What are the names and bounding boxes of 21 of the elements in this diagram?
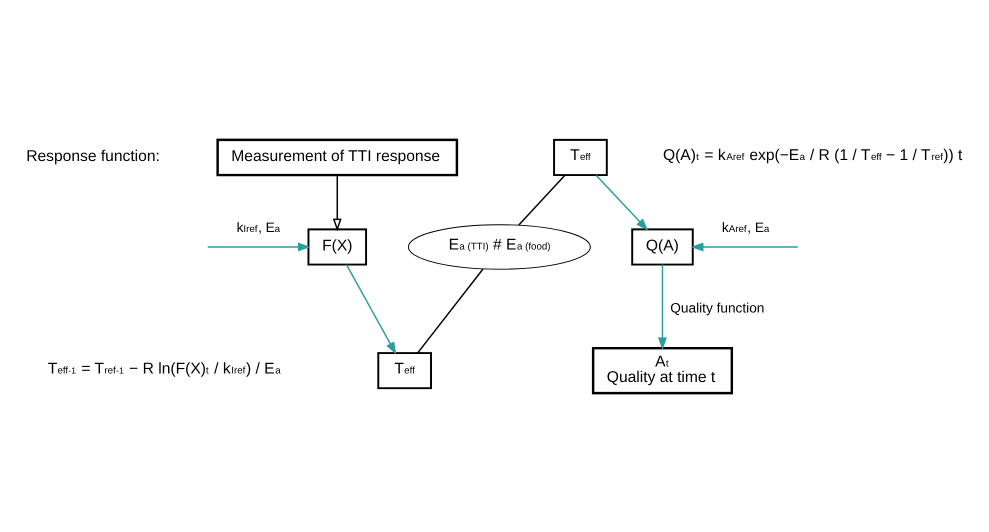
label: Response function:: [26, 148, 160, 165]
label: Q(A)t = kAref exp(−Ea / R (1 / Teff − 1 / Tref)) t: [662, 146, 962, 164]
arrow: [690, 242, 798, 251]
label: Teff-1 = Tref-1 − R ln(F(X)t / kIref) / Ea: [48, 360, 281, 377]
connector: [417, 268, 484, 353]
arrow: [346, 264, 396, 354]
arrow: [596, 174, 648, 230]
edge-label: Quality function: [670, 300, 764, 316]
arrow: [658, 264, 667, 350]
node-ellipse: Ea (TTI) # Ea (food): [408, 224, 591, 270]
node-box: F(X): [307, 228, 368, 266]
node-box: Teff: [553, 138, 608, 176]
edge-label: kIref, Ea: [236, 220, 280, 235]
node-box: Q(A): [631, 228, 694, 266]
connector: [518, 174, 566, 226]
edge-label: kAref, Ea: [722, 220, 770, 235]
node-box: Measurement of TTI response: [216, 138, 458, 176]
node-box: At Quality at time t: [592, 346, 734, 394]
arrow: [332, 174, 342, 231]
node-box: Teff: [377, 352, 432, 389]
arrow: [208, 242, 311, 251]
